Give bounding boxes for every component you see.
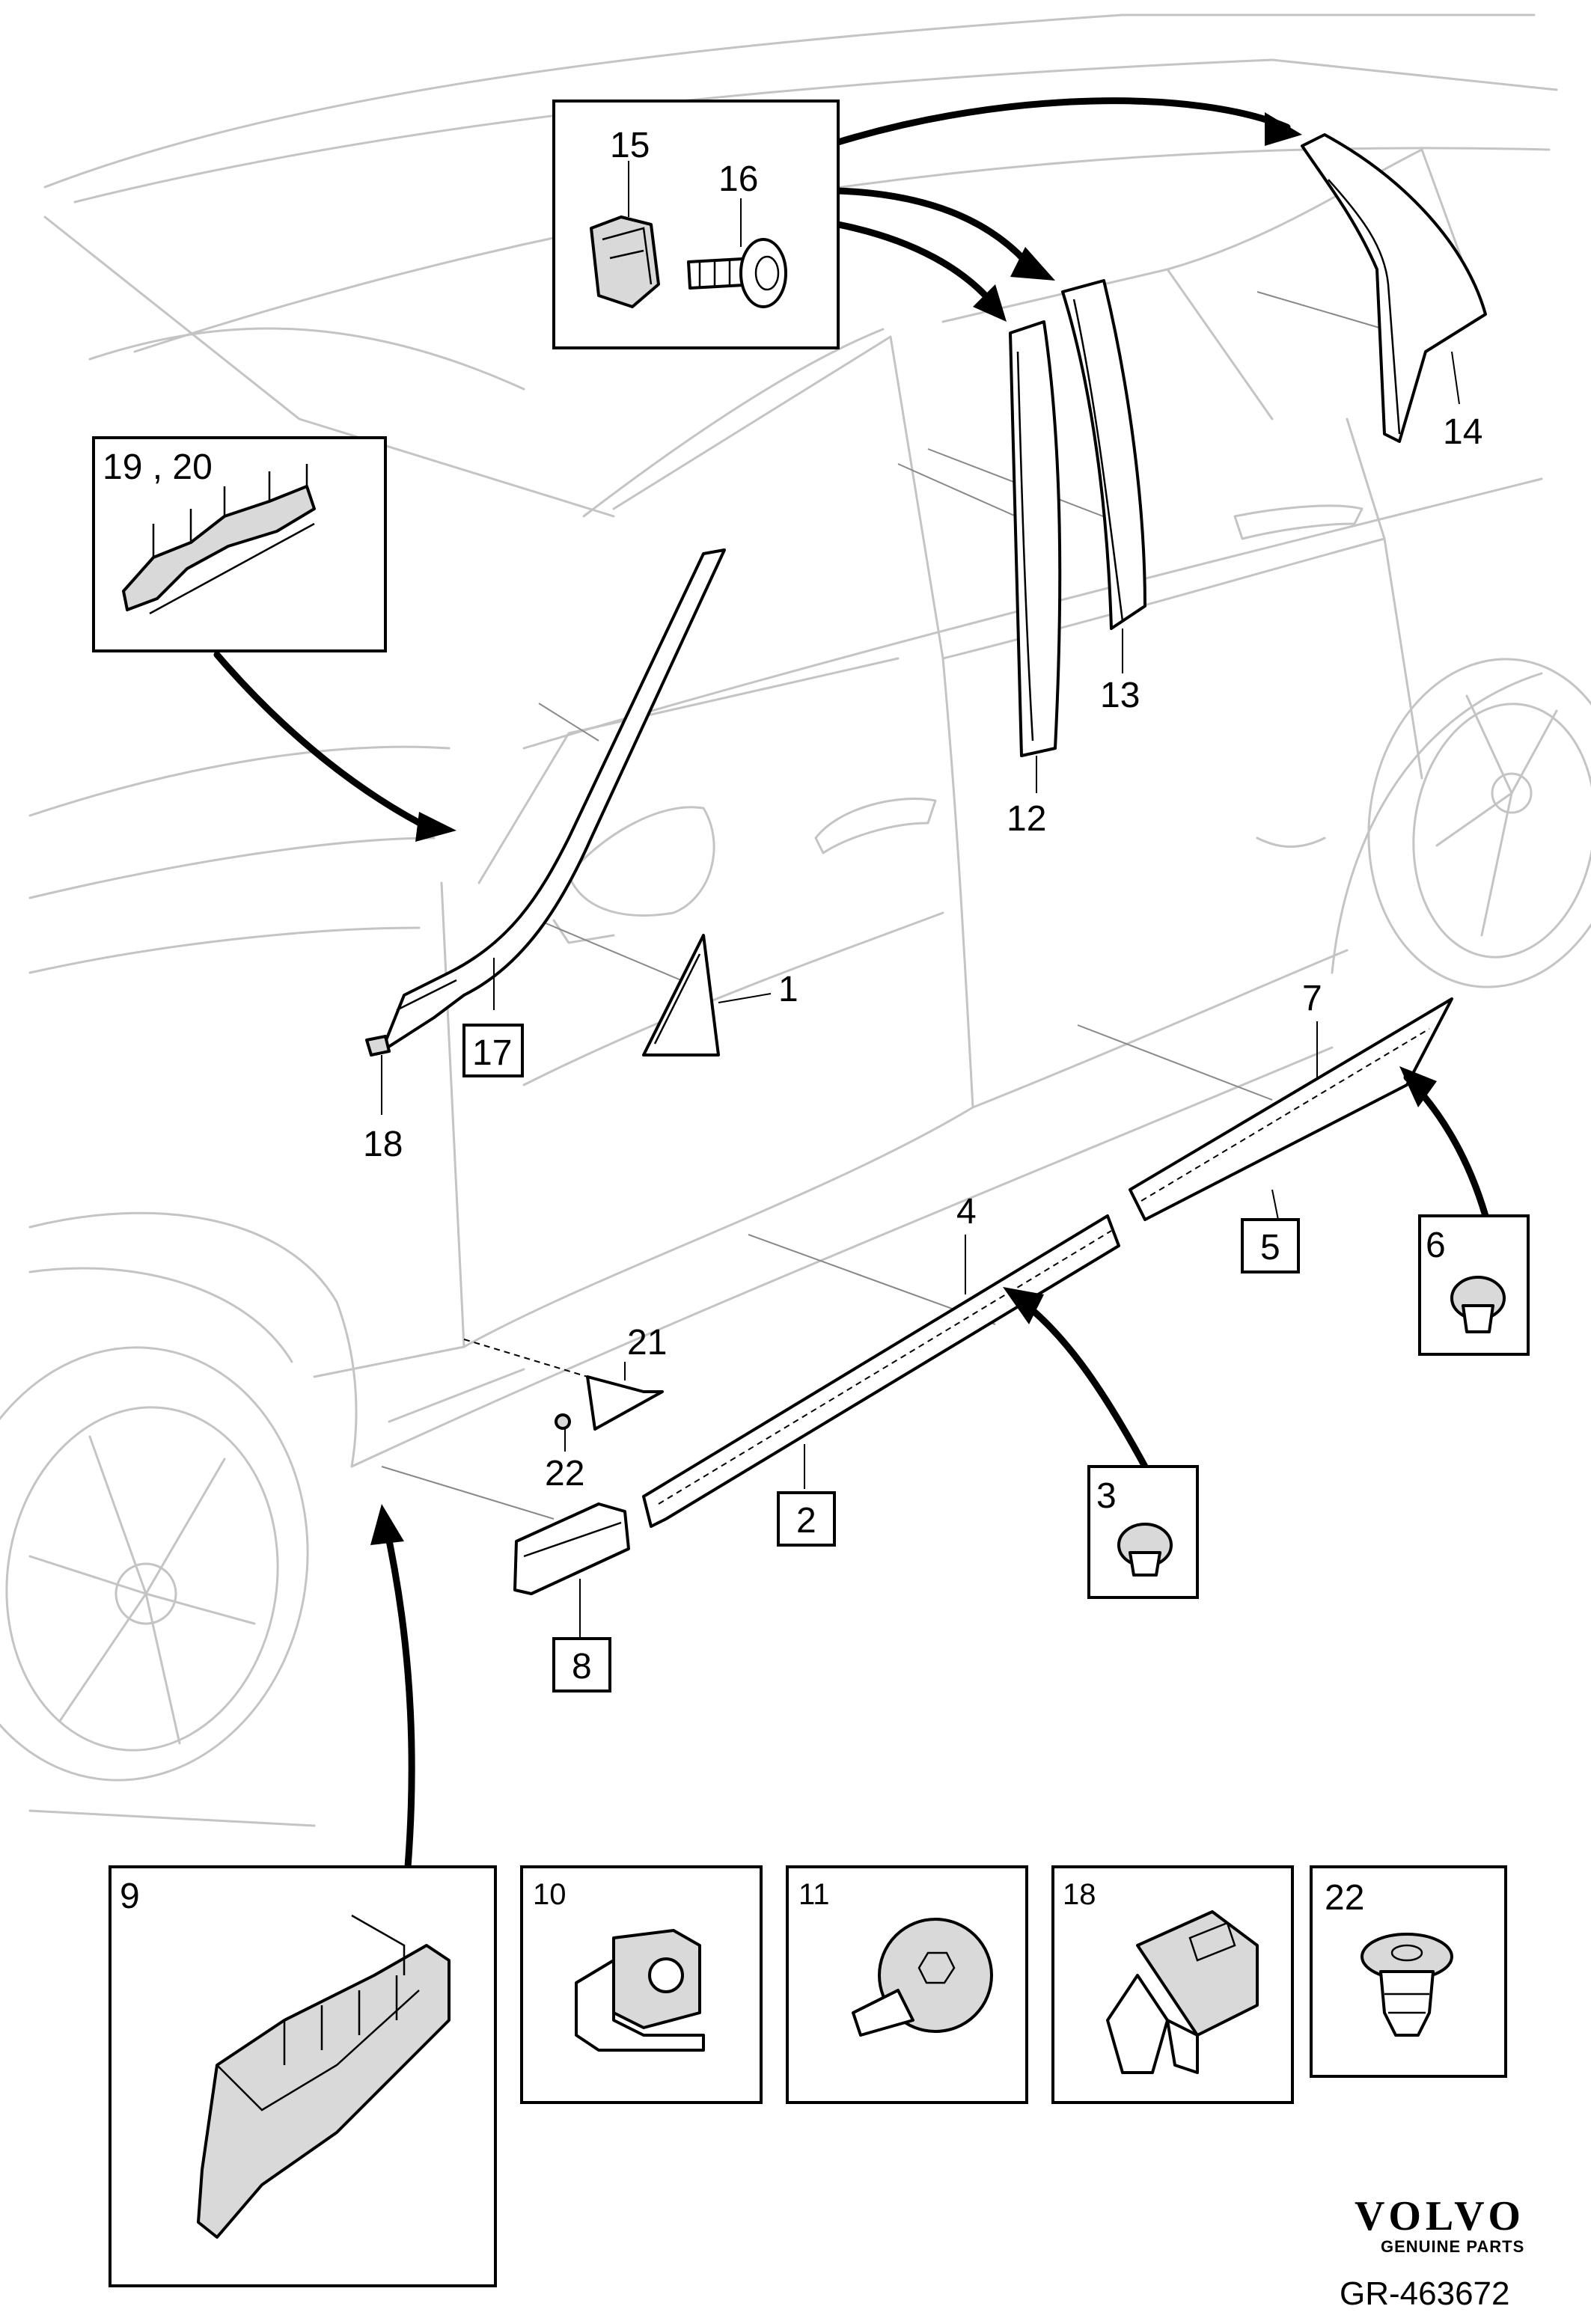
genuine-parts-label: GENUINE PARTS	[1381, 2237, 1524, 2256]
part-17-a-pillar-moulding	[380, 548, 726, 1053]
callout-7: 7	[1302, 979, 1322, 1018]
part-22-clip-small	[555, 1413, 571, 1452]
callout-14: 14	[1443, 412, 1482, 452]
callout-10: 10	[533, 1878, 567, 1911]
callout-box-2	[777, 1491, 836, 1547]
inset-box-15-16	[552, 100, 840, 349]
part-12-b-pillar-trim	[1009, 320, 1062, 793]
part-14-c-pillar-trim	[1301, 133, 1487, 443]
reference-number: GR-463672	[1340, 2275, 1509, 2312]
callout-21: 21	[627, 1323, 667, 1363]
part-13-b-pillar-trim	[1061, 279, 1146, 673]
part-18-clip-small	[365, 1035, 391, 1115]
callout-box-17	[462, 1024, 524, 1077]
callout-17: 17	[472, 1033, 512, 1073]
callout-4: 4	[956, 1192, 977, 1232]
part-1-triangle-trim	[642, 934, 772, 1056]
callout-11: 11	[798, 1878, 830, 1911]
callout-22: 22	[545, 1454, 584, 1493]
branding: VOLVO GENUINE PARTS GR-463672	[1340, 2193, 1525, 2312]
callout-9: 9	[120, 1877, 140, 1916]
callout-1: 1	[778, 970, 798, 1009]
callout-labels: 15 16 19 , 20 14 13 12 1 7 18 4 21 22 17…	[103, 126, 1482, 1918]
part-8-end-cap	[513, 1502, 630, 1639]
callout-3: 3	[1096, 1476, 1117, 1516]
callout-16: 16	[718, 159, 758, 199]
callout-box-8	[552, 1637, 611, 1692]
callout-18: 18	[363, 1125, 403, 1164]
inset-box-19-20	[92, 436, 387, 652]
part-7-rear-sill-moulding	[1129, 997, 1453, 1228]
callout-15: 15	[610, 126, 650, 165]
inset-box-9	[109, 1865, 497, 2287]
callout-8: 8	[572, 1647, 592, 1687]
callout-6: 6	[1426, 1226, 1446, 1265]
inset-box-11	[786, 1865, 1028, 2104]
callout-12: 12	[1007, 799, 1046, 839]
inset-box-3	[1087, 1465, 1199, 1599]
callout-18-inset: 18	[1063, 1878, 1096, 1911]
inset-box-10	[520, 1865, 763, 2104]
inset-box-6	[1418, 1214, 1530, 1356]
car-outline	[0, 13, 1591, 1827]
part-21-wedge-trim	[463, 1339, 664, 1431]
callout-13: 13	[1100, 676, 1140, 715]
callout-2: 2	[796, 1501, 816, 1541]
callout-5: 5	[1260, 1228, 1280, 1268]
callout-19-20: 19 , 20	[103, 447, 213, 487]
arrows	[213, 97, 1489, 1871]
volvo-logo: VOLVO	[1355, 2193, 1525, 2239]
callout-22-inset: 22	[1325, 1878, 1364, 1918]
callout-box-5	[1241, 1218, 1300, 1273]
inset-box-18	[1051, 1865, 1294, 2104]
part-4-sill-moulding	[642, 1214, 1120, 1528]
inset-box-22	[1310, 1865, 1507, 2078]
